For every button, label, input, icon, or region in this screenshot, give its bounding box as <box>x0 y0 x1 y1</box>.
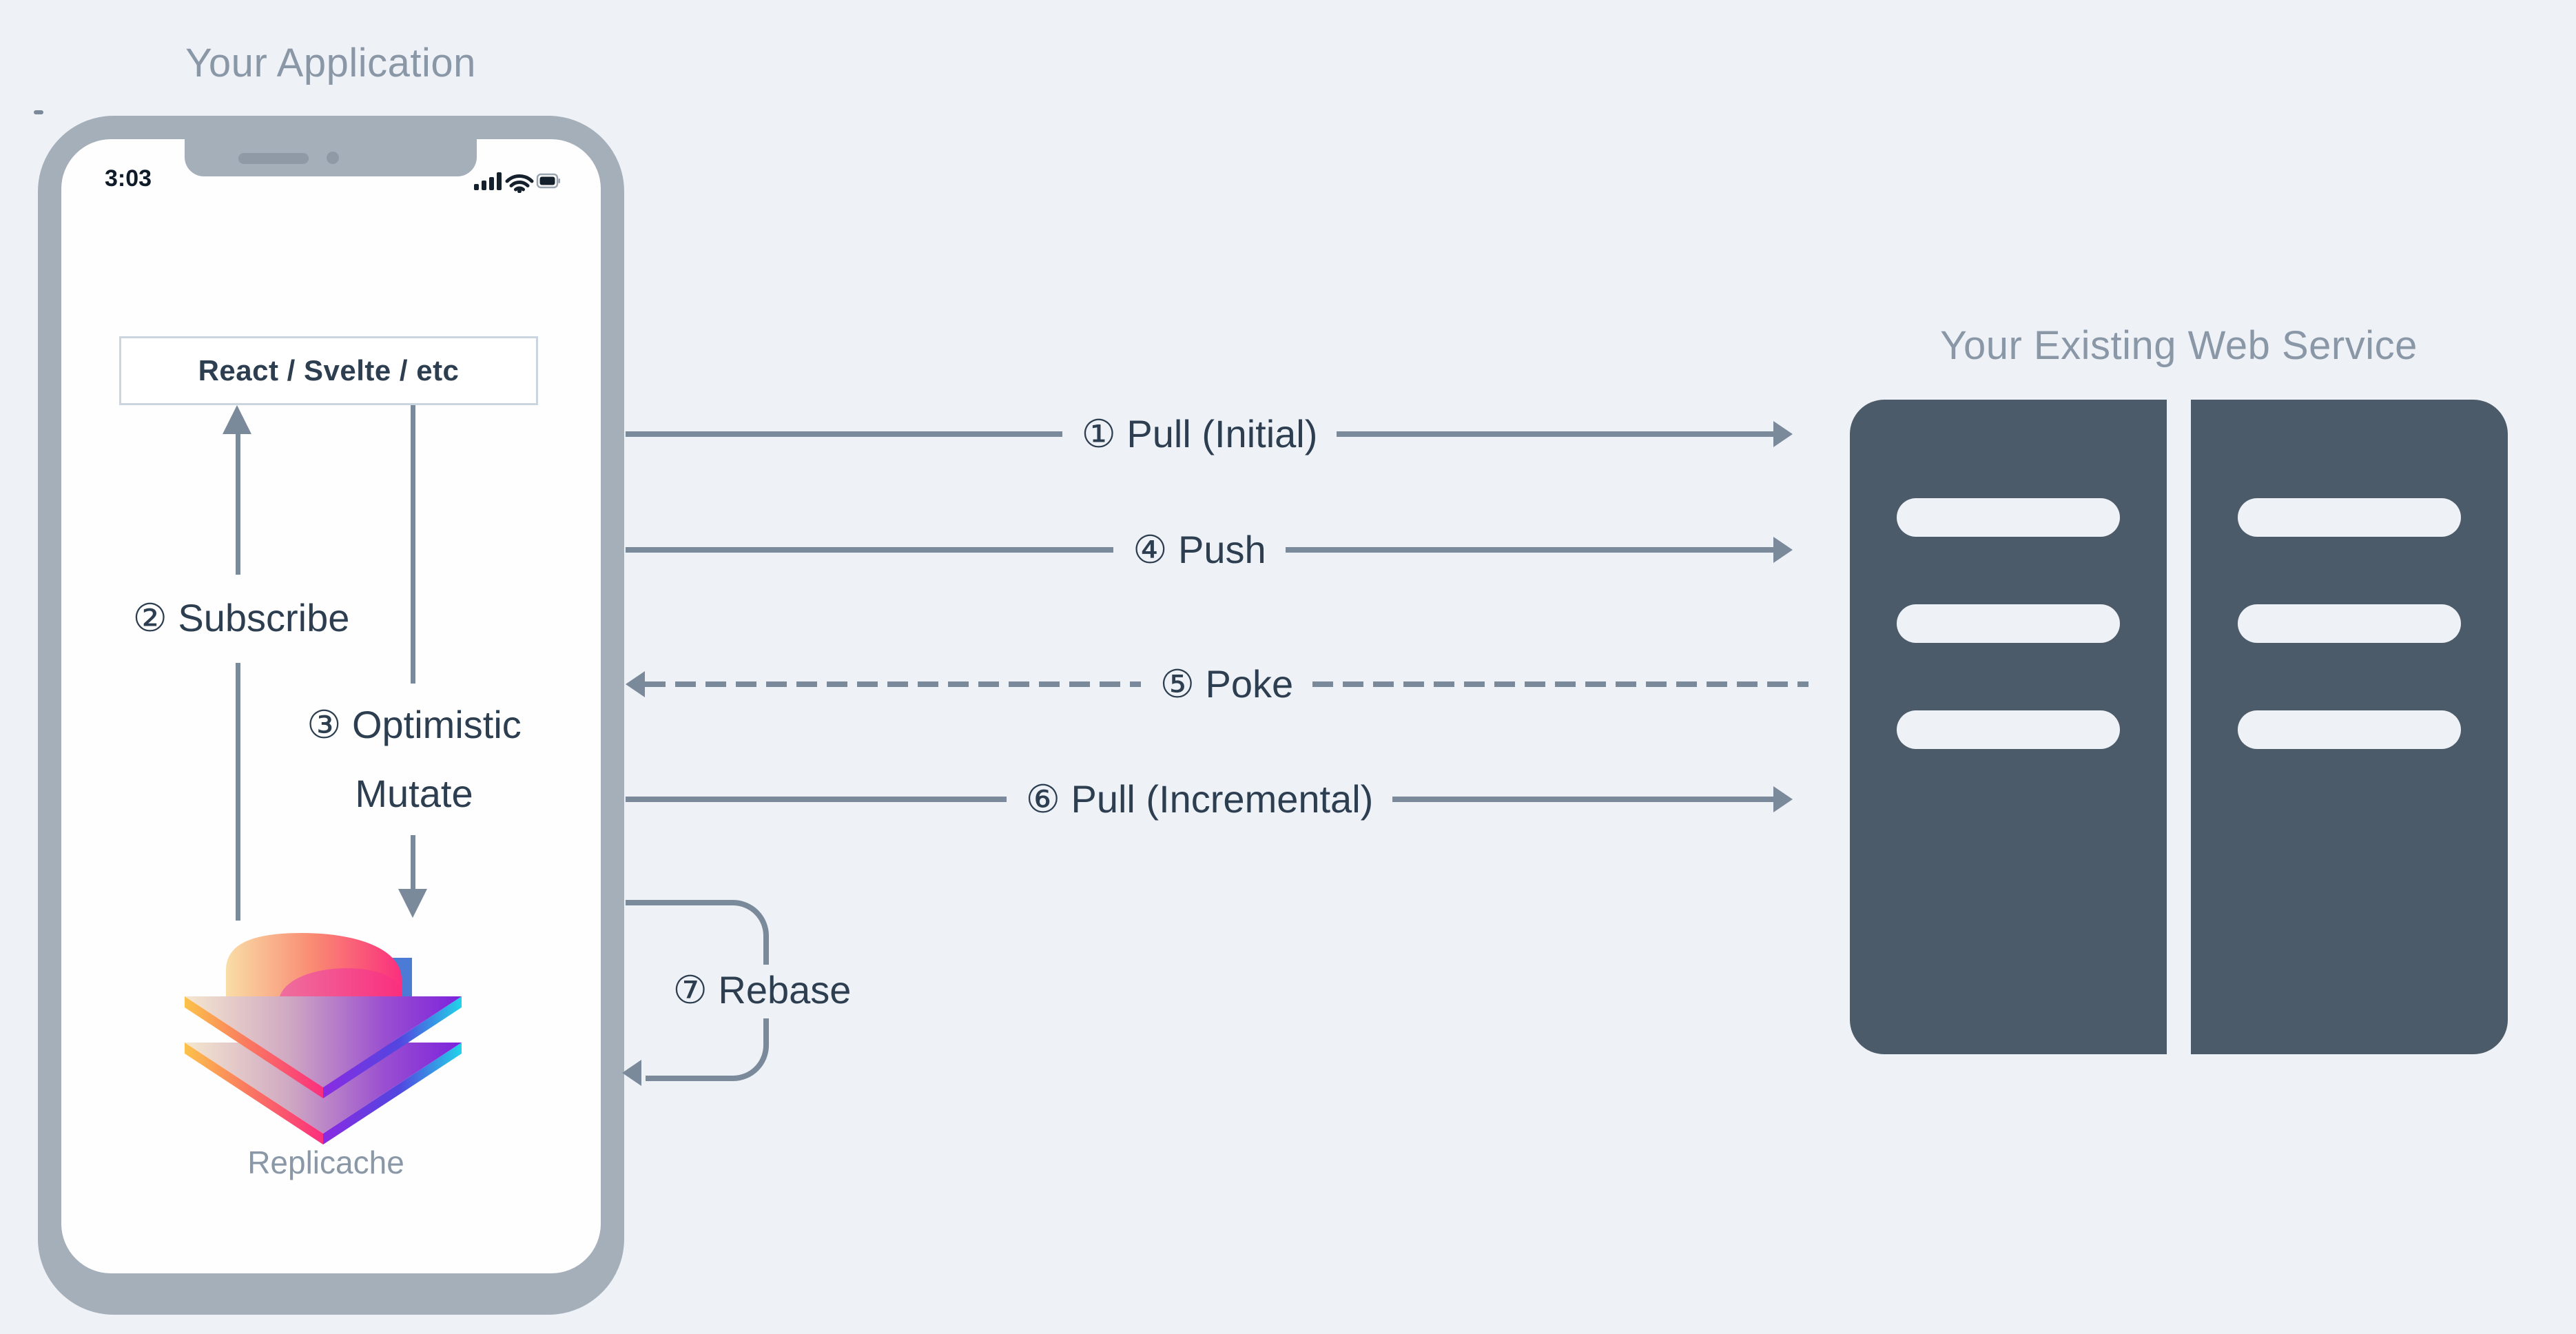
status-time: 3:03 <box>105 165 152 192</box>
subscribe-arrowhead-icon <box>223 405 251 434</box>
mutate-label-line1: ③ Optimistic <box>307 703 522 746</box>
mutate-label-line2: Mutate <box>355 772 473 815</box>
battery-icon <box>536 173 560 189</box>
server-slot <box>1897 710 2120 749</box>
server-rack <box>1850 400 2167 1054</box>
phone-notch <box>185 139 477 176</box>
web-service-title: Your Existing Web Service <box>1940 323 2418 368</box>
server-slot <box>2238 498 2461 537</box>
flow-pull-initial: ① Pull (Initial) <box>626 393 1793 475</box>
server-slot <box>2238 604 2461 643</box>
flow-label-rebase: ⑦ Rebase <box>672 968 852 1012</box>
arrow-line <box>626 431 1062 437</box>
cellular-signal-icon <box>474 172 502 190</box>
left-arrowhead-icon <box>626 671 645 697</box>
mutate-line <box>411 835 415 889</box>
status-icons <box>474 170 560 194</box>
flow-label-pull-initial: ① Pull (Initial) <box>1081 412 1318 455</box>
page-artifact-dash <box>34 110 43 114</box>
phone-frame: 3:03 <box>38 116 624 1315</box>
right-arrowhead-icon <box>1773 786 1793 812</box>
your-application-title: Your Application <box>185 41 476 85</box>
web-service-servers <box>1850 400 2508 1054</box>
replicache-logo-icon <box>171 930 482 1149</box>
mutate-arrowhead-icon <box>398 889 427 918</box>
dashed-arrow-line <box>1312 681 1809 687</box>
subscribe-line <box>236 663 240 921</box>
flow-label-poke: ⑤ Poke <box>1160 662 1294 706</box>
flow-label-pull-incremental: ⑥ Pull (Incremental) <box>1025 777 1374 821</box>
server-slot <box>1897 498 2120 537</box>
wifi-icon <box>505 174 534 194</box>
flow-push: ④ Push <box>626 509 1793 591</box>
server-slot <box>2238 710 2461 749</box>
right-arrowhead-icon <box>1773 421 1793 447</box>
arrow-line <box>1392 797 1774 802</box>
server-rack <box>2191 400 2508 1054</box>
mutate-line <box>411 405 415 684</box>
flow-label-subscribe: ② Subscribe <box>132 596 350 639</box>
replicache-caption: Replicache <box>247 1145 404 1180</box>
right-arrowhead-icon <box>1773 537 1793 563</box>
subscribe-line <box>236 433 240 575</box>
arrow-line <box>1337 431 1774 437</box>
flow-label-optimistic-mutate: ③ Optimistic Mutate <box>242 690 586 828</box>
flow-poke: ⑤ Poke <box>626 643 1809 726</box>
frontend-framework-box: React / Svelte / etc <box>119 336 538 405</box>
dashed-arrow-line <box>645 681 1141 687</box>
arrow-line <box>1285 547 1773 553</box>
camera-icon <box>327 152 339 164</box>
flow-pull-incremental: ⑥ Pull (Incremental) <box>626 758 1793 841</box>
rebase-loop-bottom <box>646 1018 769 1081</box>
rebase-loop-top <box>626 900 769 965</box>
flow-label-push: ④ Push <box>1133 528 1266 571</box>
arrow-line <box>626 797 1007 802</box>
server-slot <box>1897 604 2120 643</box>
speaker-icon <box>238 153 309 164</box>
arrow-line <box>626 547 1114 553</box>
rebase-arrowhead-icon <box>622 1060 641 1086</box>
